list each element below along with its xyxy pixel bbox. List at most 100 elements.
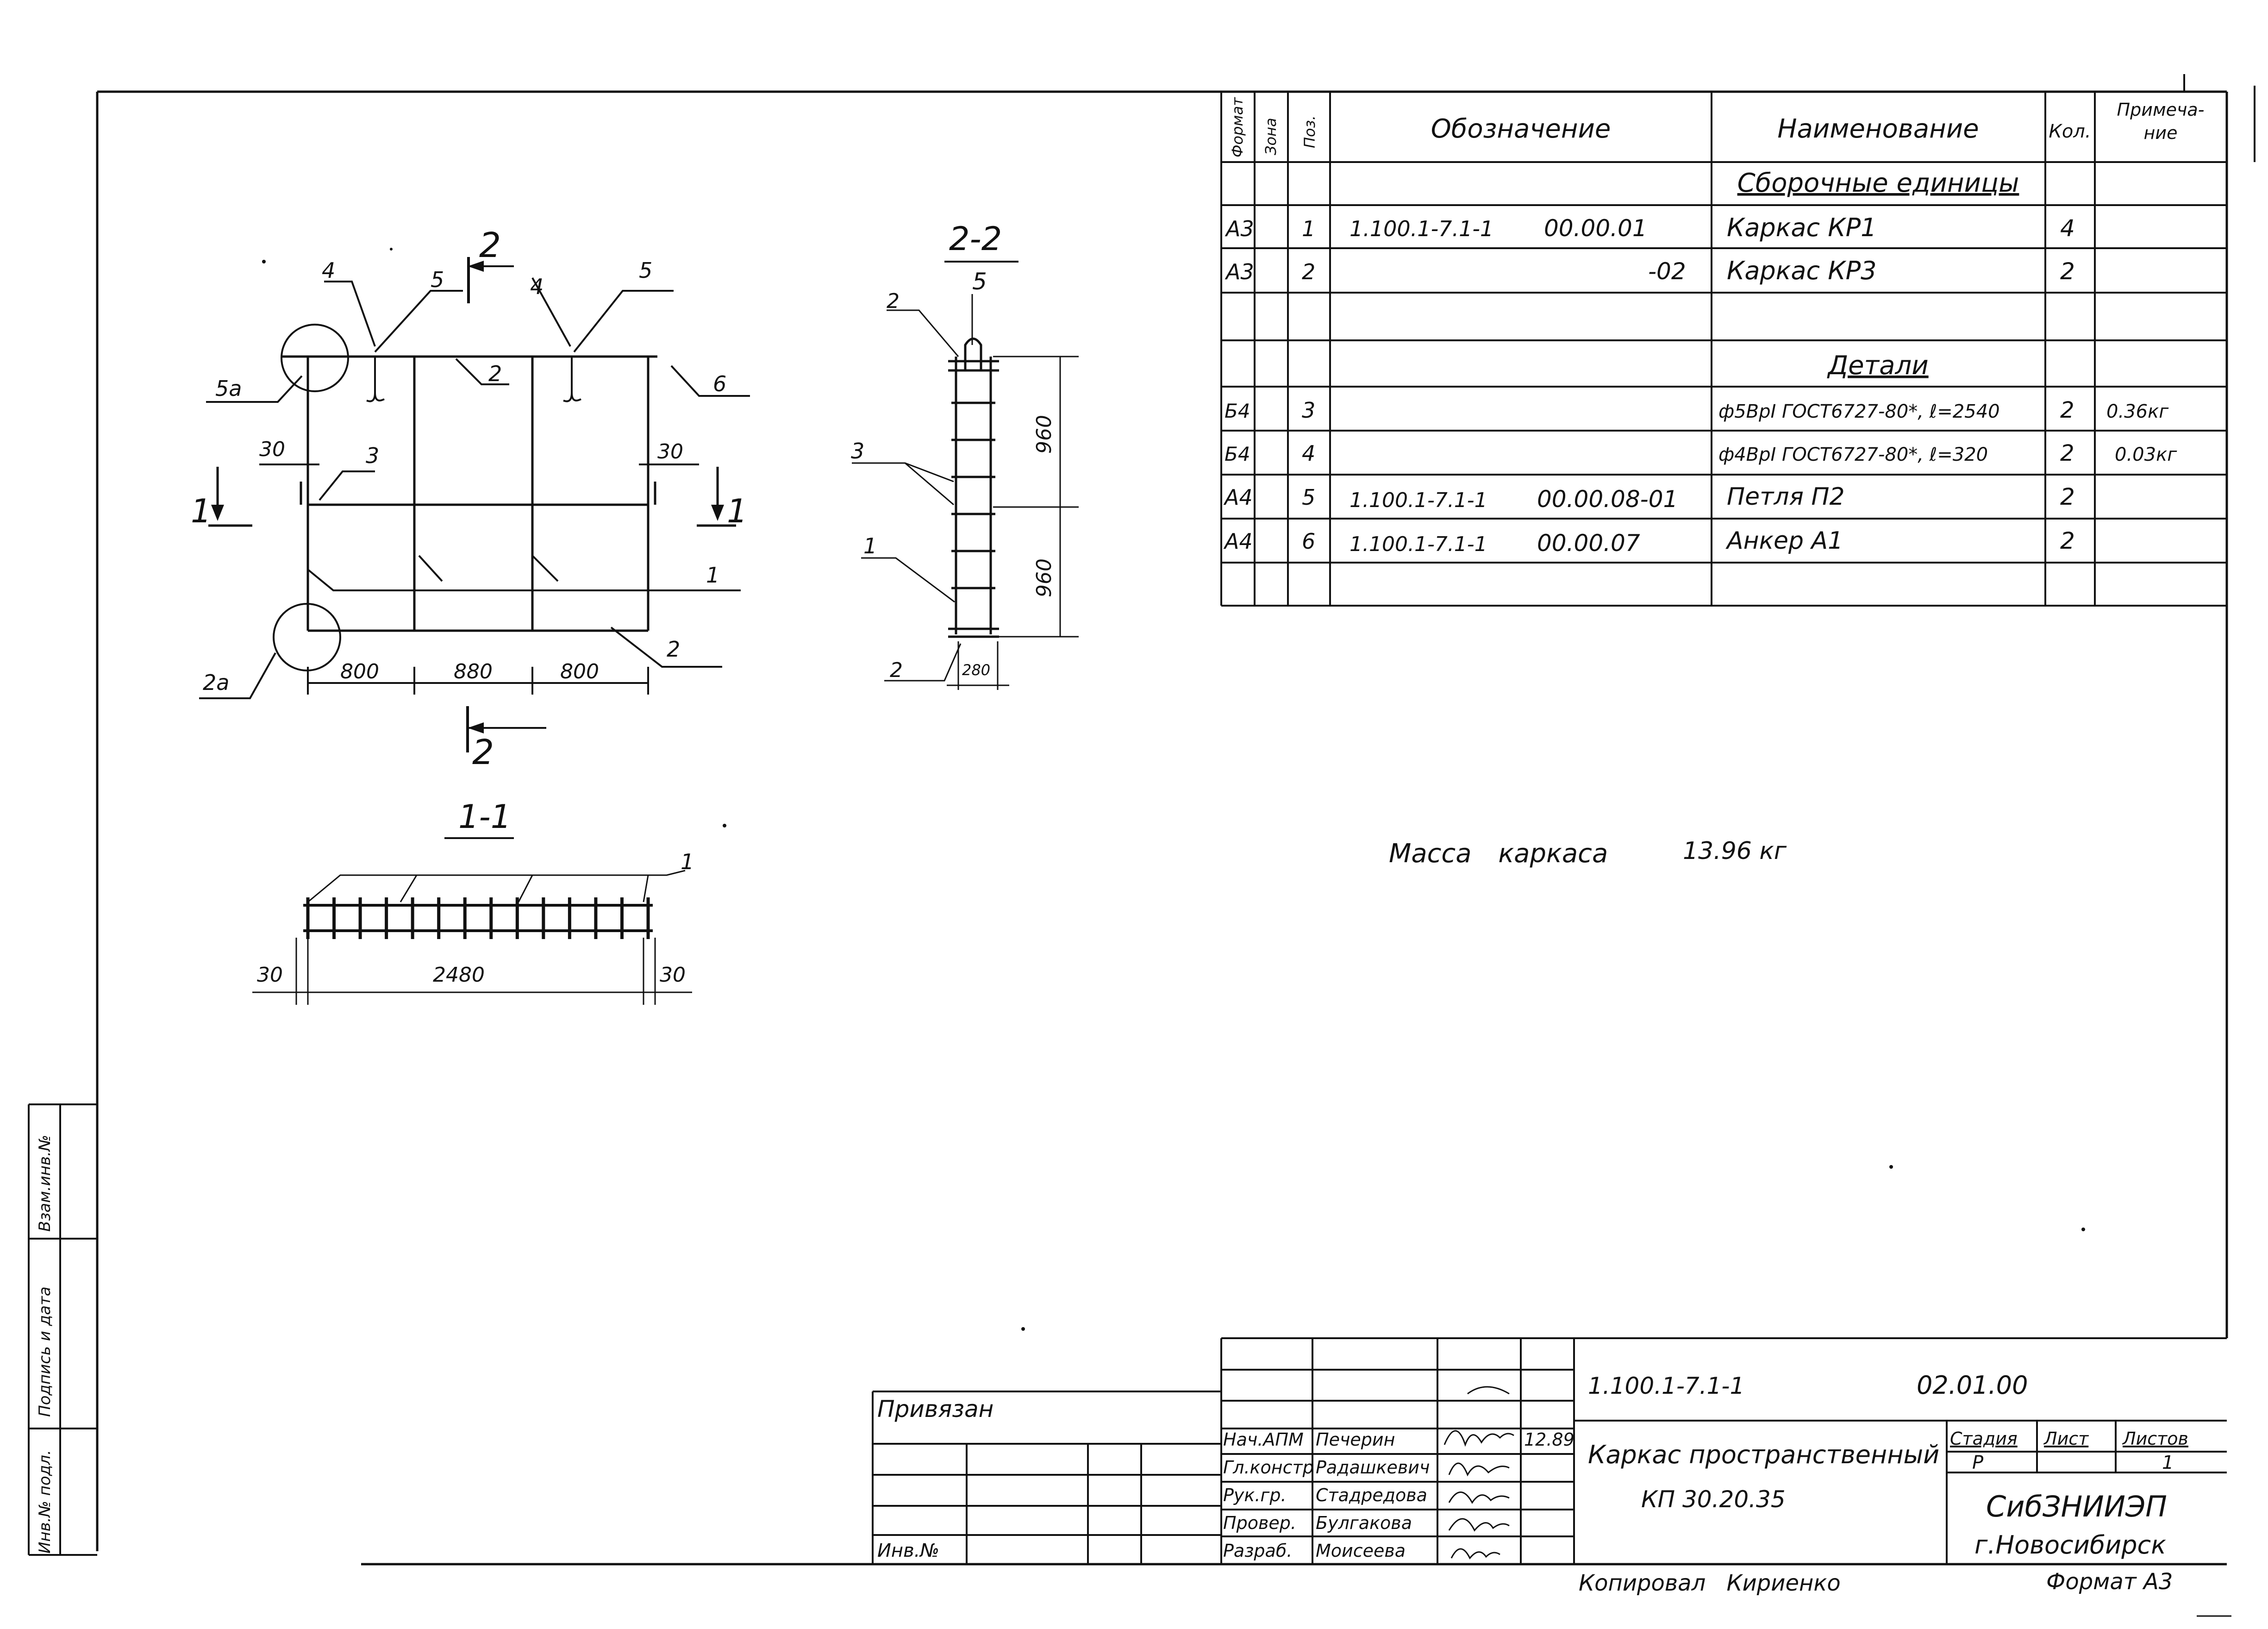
table-row: А4 6 1.100.1-7.1-1 00.00.07 Анкер А1 2	[1223, 527, 2075, 557]
section-1-1-dimension: 2480	[433, 963, 485, 987]
title-name-line2: КП 30.20.35	[1641, 1486, 1786, 1513]
row-quantity: 2	[2060, 483, 2075, 510]
section-2-2-leader: 2	[887, 289, 900, 313]
title-stage-label: Стадия	[1950, 1429, 2018, 1449]
footer: Копировал Кириенко Формат А3	[1579, 1569, 2173, 1596]
row-format: А4	[1223, 485, 1253, 510]
title-city: г.Новосибирск	[1974, 1530, 2166, 1560]
section-details: Детали	[1826, 351, 1928, 381]
plan-leader-label: 5а	[215, 376, 242, 401]
plan-leader-label: 30	[657, 440, 683, 464]
section-assembly-units: Сборочные единицы	[1737, 168, 2019, 198]
row-position: 6	[1302, 529, 1315, 554]
side-stamp-replaced-inv: Взам.инв.№	[36, 1135, 54, 1232]
row-name: Каркас КР3	[1727, 256, 1877, 285]
role-label: Гл.констр	[1223, 1457, 1314, 1478]
row-note: 0.03кг	[2115, 444, 2177, 465]
row-position: 2	[1302, 259, 1315, 284]
plan-leader-label: 30	[259, 438, 285, 461]
title-sheets-value: 1	[2162, 1452, 2174, 1473]
section-2-2-view: 2-2 5	[851, 220, 1079, 690]
section-arrow-icon	[468, 261, 484, 272]
person-name: Радашкевич	[1316, 1457, 1430, 1478]
table-row: А3 2 -02 Каркас КР3 2	[1225, 256, 2075, 285]
title-doc-number: 02.01.00	[1917, 1371, 2028, 1400]
section-arrow-icon	[211, 505, 224, 521]
specification-table: Формат Зона Поз. Обозначение Наименовани…	[1220, 92, 2227, 607]
header-position: Поз.	[1301, 115, 1318, 148]
row-code: 00.00.01	[1544, 215, 1647, 242]
signatures	[1443, 1386, 1514, 1560]
plan-dimension: 880	[454, 660, 493, 683]
footer-format: Формат А3	[2046, 1569, 2173, 1595]
plan-leader-label: 4	[530, 274, 544, 299]
plan-section-mark-top: 2	[479, 226, 501, 265]
row-name: Петля П2	[1727, 483, 1845, 511]
section-arrow-icon	[468, 722, 484, 733]
plan-leader-label: 1	[706, 563, 719, 588]
person-name: Моисеева	[1316, 1541, 1406, 1561]
side-stamp: Инв.№ подл. Подпись и дата Взам.инв.№	[28, 1103, 97, 1556]
plan-leader-label: 5	[431, 267, 444, 292]
plan-leader-label: 2	[488, 361, 502, 386]
table-row: Б4 4 ф4ВрI ГОСТ6727-80*, ℓ=320 2 0.03кг	[1225, 440, 2177, 466]
row-quantity: 2	[2060, 258, 2075, 285]
section-2-2-sub: 5	[972, 268, 987, 295]
binding-label: Привязан	[877, 1396, 993, 1422]
row-designation: 1.100.1-7.1-1	[1350, 216, 1493, 241]
section-1-1-view: 1-1 1 30 2480 30	[252, 798, 694, 1005]
section-1-1-dimension: 30	[660, 963, 686, 987]
row-position: 4	[1302, 441, 1315, 466]
header-note-line2: ние	[2144, 123, 2178, 143]
mass-label: Масса каркаса	[1389, 839, 1608, 869]
row-quantity: 2	[2060, 440, 2074, 466]
row-designation: 1.100.1-7.1-1	[1350, 533, 1487, 556]
plan-section-mark-bottom: 2	[472, 733, 494, 772]
plan-leader-label: 6	[713, 371, 726, 396]
sheet-frame	[96, 74, 2256, 1617]
role-label: Рук.гр.	[1223, 1485, 1287, 1505]
plan-leader-label: 2а	[203, 670, 229, 695]
section-1-1-leader: 1	[681, 849, 694, 874]
title-name-line1: Каркас пространственный	[1588, 1440, 1939, 1469]
role-label: Разраб.	[1223, 1541, 1292, 1561]
section-2-2-leader: 1	[863, 533, 877, 558]
section-2-2-dimension: 960	[1032, 558, 1056, 597]
row-code: -02	[1648, 258, 1686, 285]
plan-leader-label: 2	[667, 637, 680, 662]
row-format: Б4	[1225, 400, 1250, 422]
plan-section-1-right: 1	[727, 492, 748, 530]
plan-view: 2 2 1 1 4 5 4 5 5а 6 2 30 3 30 1 2 2а 80…	[191, 226, 750, 772]
plan-dimension: 800	[340, 660, 379, 683]
table-row: А4 5 1.100.1-7.1-1 00.00.08-01 Петля П2 …	[1223, 483, 2075, 513]
row-format: А3	[1225, 216, 1254, 241]
plan-leader-label: 3	[366, 443, 379, 468]
row-code: 00.00.08-01	[1537, 486, 1678, 513]
title-block: 1.100.1-7.1-1 02.01.00 Каркас пространст…	[1220, 1337, 2227, 1564]
header-note-line1: Примеча-	[2117, 100, 2205, 120]
mass-value: 13.96 кг	[1683, 837, 1787, 865]
section-2-2-leader: 2	[890, 658, 903, 682]
row-name: ф4ВрI ГОСТ6727-80*, ℓ=320	[1718, 444, 1988, 465]
section-1-1-dimension: 30	[257, 963, 283, 987]
person-name: Стадредова	[1316, 1485, 1427, 1505]
row-position: 1	[1302, 216, 1315, 241]
plan-leader-label: 4	[322, 258, 335, 283]
binding-block: Привязан Инв.№	[872, 1391, 1221, 1564]
plan-section-1-left: 1	[191, 492, 212, 530]
row-name: ф5ВрI ГОСТ6727-80*, ℓ=2540	[1718, 401, 2000, 422]
row-format: А4	[1223, 529, 1253, 554]
footer-copied-by: Копировал Кириенко	[1579, 1570, 1841, 1596]
row-position: 3	[1302, 398, 1315, 423]
person-name: Печерин	[1316, 1429, 1395, 1450]
header-zone: Зона	[1262, 118, 1280, 155]
person-name: Булгакова	[1316, 1513, 1412, 1533]
row-format: Б4	[1225, 443, 1250, 465]
title-organization: СибЗНИИЭП	[1986, 1490, 2167, 1523]
title-date: 12.89	[1524, 1429, 1574, 1450]
binding-inventory-label: Инв.№	[877, 1540, 939, 1561]
row-quantity: 4	[2060, 215, 2075, 242]
plan-leader-label: 5	[639, 258, 652, 283]
section-2-2-dimension: 960	[1032, 415, 1056, 454]
